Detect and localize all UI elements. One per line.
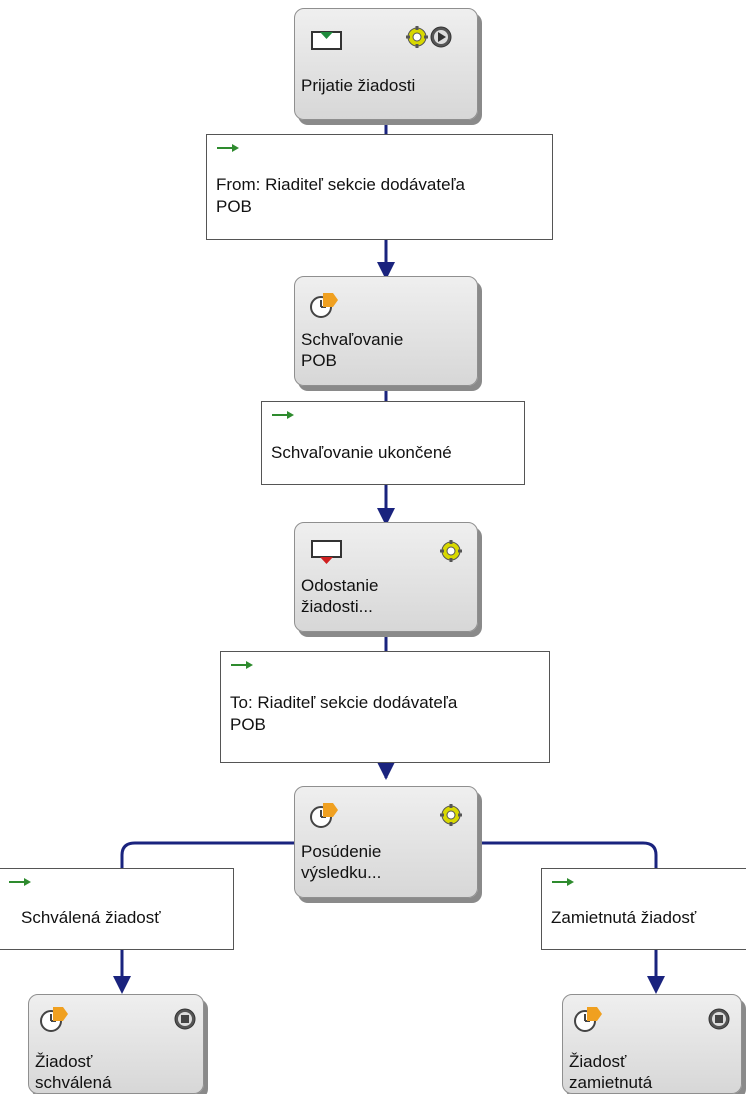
connector-line [478,841,658,868]
clock-task-icon [310,293,338,318]
condition-arrow-icon [552,878,574,886]
condition-text: To: Riaditeľ sekcie dodávateľa POB [230,693,458,734]
condition-to[interactable]: To: Riaditeľ sekcie dodávateľa POB [220,651,550,763]
step-label: Schvaľovanie POB [301,330,404,370]
step-label: Prijatie žiadosti [301,76,416,95]
condition-arrow-icon [272,411,294,419]
send-message-icon [311,540,342,564]
end-icon [174,1008,196,1030]
connector-line [120,841,294,868]
condition-text: Schvaľovanie ukončené [271,443,452,462]
step-label: Žiadosť schválená [35,1052,112,1092]
end-icon [708,1008,730,1030]
condition-text: Zamietnutá žiadosť [551,908,697,927]
condition-arrow-icon [217,144,239,152]
gear-icon [440,804,462,826]
step-evaluate-result[interactable]: Posúdenie výsledku... [294,786,478,898]
condition-approval-done[interactable]: Schvaľovanie ukončené [261,401,525,485]
gear-icon [406,26,428,48]
step-label: Odostanie žiadosti... [301,576,379,616]
receive-message-icon [311,31,342,50]
start-icon [430,26,452,48]
step-label: Posúdenie výsledku... [301,842,382,882]
condition-arrow-icon [9,878,31,886]
connector-arrowhead [647,976,665,994]
connector-arrowhead [377,508,395,526]
condition-rejected[interactable]: Zamietnutá žiadosť [541,868,746,950]
clock-task-icon [310,803,338,828]
clock-task-icon [574,1007,602,1032]
condition-text: Schválená žiadosť [21,908,161,927]
connector-arrowhead [377,762,395,780]
connector-arrowhead [113,976,131,994]
condition-text: From: Riaditeľ sekcie dodávateľa POB [216,175,465,216]
step-send-request[interactable]: Odostanie žiadosti... [294,522,478,632]
condition-from[interactable]: From: Riaditeľ sekcie dodávateľa POB [206,134,553,240]
end-request-approved[interactable]: Žiadosť schválená [28,994,204,1094]
step-receive-request[interactable]: Prijatie žiadosti [294,8,478,120]
step-approval-pob[interactable]: Schvaľovanie POB [294,276,478,386]
step-label: Žiadosť zamietnutá [569,1052,653,1092]
clock-task-icon [40,1007,68,1032]
end-request-rejected[interactable]: Žiadosť zamietnutá [562,994,742,1094]
connector-arrowhead [377,262,395,280]
gear-icon [440,540,462,562]
condition-approved[interactable]: Schválená žiadosť [0,868,234,950]
condition-arrow-icon [231,661,253,669]
